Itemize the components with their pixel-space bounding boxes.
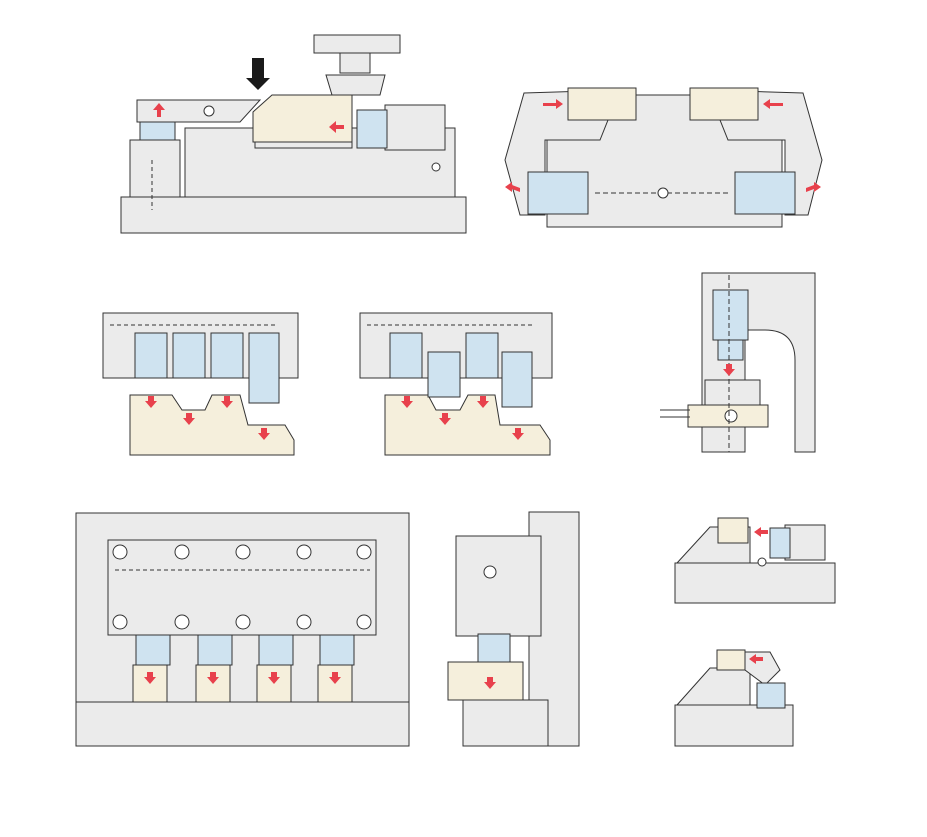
panel-side-mount-single: [447, 511, 580, 747]
panel-multi-cylinder-stepped-a: [102, 312, 299, 456]
panel-multi-cylinder-stepped-b: [359, 312, 553, 456]
panel-vertical-clamp-column: [660, 272, 816, 453]
panel-double-lever-clamp: [504, 87, 823, 228]
panel-four-cylinder-manifold: [75, 512, 410, 747]
panel-side-clamp-press: [120, 34, 467, 234]
panel-small-vertical-clamp: [674, 649, 794, 747]
panel-small-side-clamp: [674, 517, 836, 604]
